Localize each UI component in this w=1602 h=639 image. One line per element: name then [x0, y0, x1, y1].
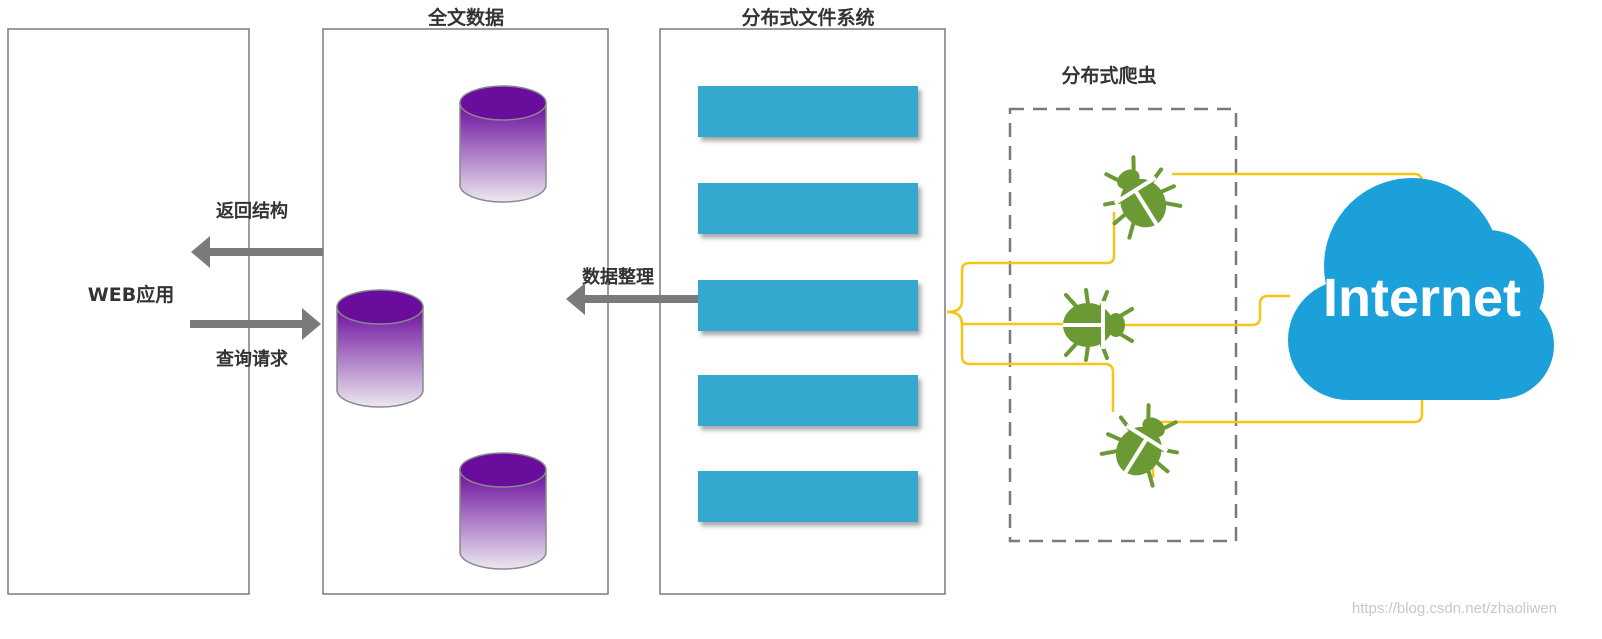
data-organize-label: 数据整理 — [582, 266, 654, 288]
database-cylinder-icon — [459, 85, 547, 203]
bug-icon — [1099, 403, 1179, 488]
file-block — [698, 183, 918, 234]
file-block — [698, 280, 918, 331]
dfs-box — [659, 28, 946, 595]
file-block — [698, 471, 918, 522]
crawler-title: 分布式爬虫 — [1061, 64, 1156, 87]
bug-icon — [1103, 155, 1183, 240]
web-app-title: WEB应用 — [88, 283, 174, 306]
dfs-title: 分布式文件系统 — [741, 6, 874, 29]
bug-icon — [1063, 288, 1134, 362]
fulltext-data-title: 全文数据 — [427, 6, 504, 29]
database-cylinder-icon — [336, 289, 424, 408]
watermark: https://blog.csdn.net/zhaoliwen — [1352, 600, 1557, 617]
query-arrow — [190, 308, 321, 340]
cloud-icon — [1288, 178, 1554, 400]
web-app-box — [7, 28, 250, 595]
file-block — [698, 86, 918, 137]
query-request-label: 查询请求 — [216, 348, 289, 370]
organize-arrow — [566, 283, 698, 315]
fulltext-data-box — [322, 28, 609, 595]
database-cylinder-icon — [459, 452, 547, 570]
file-block — [698, 375, 918, 426]
return-structure-label: 返回结构 — [216, 200, 288, 222]
internet-label: Internet — [1323, 268, 1521, 328]
return-arrow — [191, 236, 323, 268]
